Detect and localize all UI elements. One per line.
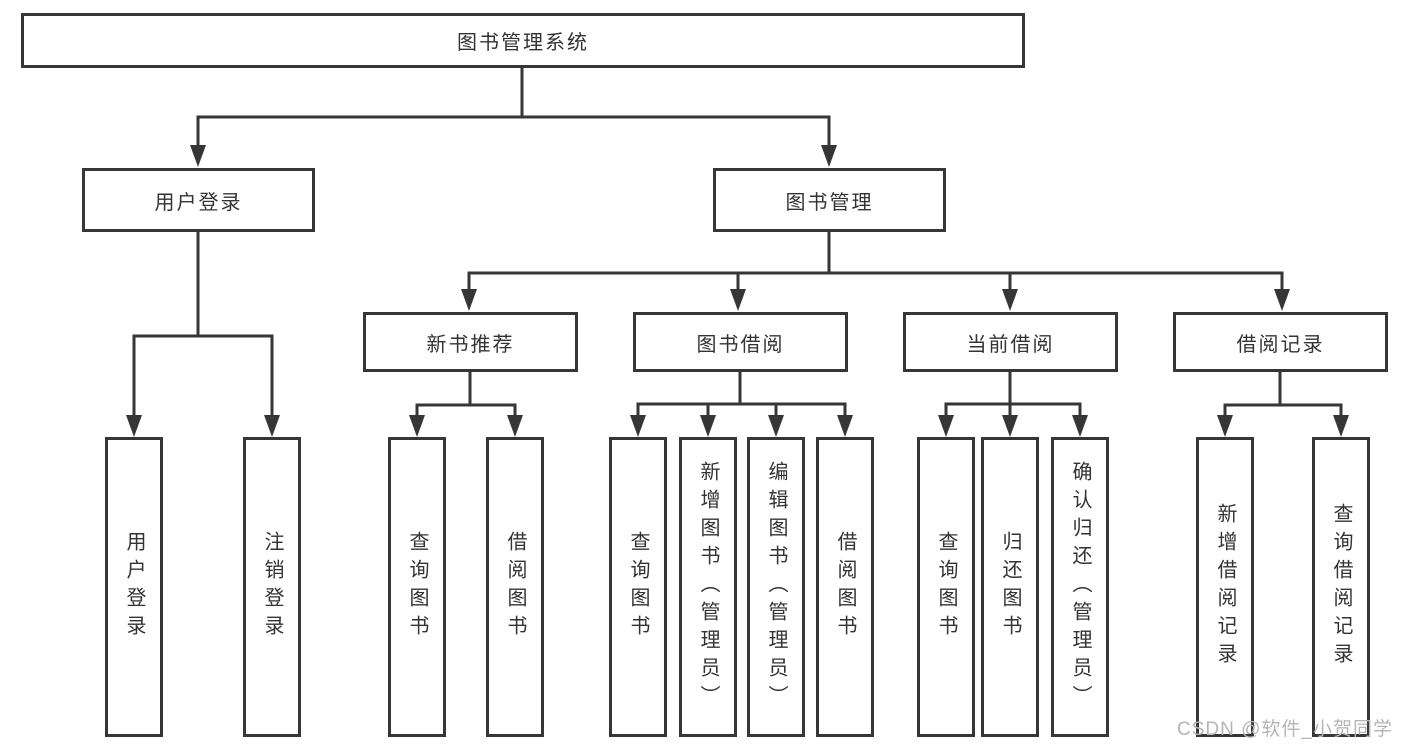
edge-current-borrowing-children [938, 371, 1088, 437]
edge-borrowing-records-children [1217, 371, 1349, 437]
node-label: 查询图书 [627, 531, 649, 643]
node-label: 借阅图书 [504, 531, 526, 643]
node-label: 查询图书 [935, 531, 957, 643]
node-label: 注销登录 [261, 531, 283, 643]
node-label: 编辑图书（管理员） [765, 461, 787, 713]
node-root: 图书管理系统 [21, 13, 1025, 68]
node-borrowing-records: 借阅记录 [1173, 312, 1388, 372]
node-label: 用户登录 [154, 191, 243, 214]
node-recommend-borrow-books: 借阅图书 [486, 437, 544, 737]
edge-user-login-children [126, 231, 280, 437]
csdn-watermark: CSDN @软件_小贺同学 [1177, 719, 1393, 740]
node-label: 图书管理系统 [457, 32, 589, 54]
node-label: 图书管理 [785, 191, 874, 214]
node-label: 用户登录 [123, 531, 145, 643]
node-new-book-recommend: 新书推荐 [363, 312, 578, 372]
node-label: 新增借阅记录 [1214, 503, 1236, 671]
node-book-management: 图书管理 [713, 168, 946, 232]
edge-book-borrowing-children [630, 371, 853, 437]
node-label: 归还图书 [999, 531, 1021, 643]
node-label: 当前借阅 [966, 333, 1055, 356]
edge-book-management-children [461, 231, 1290, 311]
node-query-borrow-record: 查询借阅记录 [1312, 437, 1370, 737]
node-current-query-books: 查询图书 [917, 437, 975, 737]
node-label: 查询借阅记录 [1330, 503, 1352, 671]
node-add-books-admin: 新增图书（管理员） [679, 437, 737, 737]
node-label: 借阅记录 [1236, 333, 1325, 356]
node-return-books: 归还图书 [981, 437, 1039, 737]
node-recommend-query-books: 查询图书 [388, 437, 446, 737]
node-label: 新增图书（管理员） [697, 461, 719, 713]
edge-new-book-recommend-children [409, 371, 523, 437]
node-label: 确认归还（管理员） [1069, 461, 1091, 713]
node-add-borrow-record: 新增借阅记录 [1196, 437, 1254, 737]
node-borrowing-borrow-books: 借阅图书 [816, 437, 874, 737]
node-user-login: 用户登录 [82, 168, 315, 232]
node-confirm-return-admin: 确认归还（管理员） [1051, 437, 1109, 737]
node-label: 图书借阅 [696, 333, 785, 356]
node-book-borrowing: 图书借阅 [633, 312, 848, 372]
node-label: 新书推荐 [426, 333, 515, 356]
node-current-borrowing: 当前借阅 [903, 312, 1118, 372]
node-borrowing-query-books: 查询图书 [609, 437, 667, 737]
node-logout: 注销登录 [243, 437, 301, 737]
node-label: 查询图书 [406, 531, 428, 643]
node-user-login-action: 用户登录 [105, 437, 163, 737]
edge-root-to-level1 [190, 66, 837, 167]
node-label: 借阅图书 [834, 531, 856, 643]
node-edit-books-admin: 编辑图书（管理员） [747, 437, 805, 737]
